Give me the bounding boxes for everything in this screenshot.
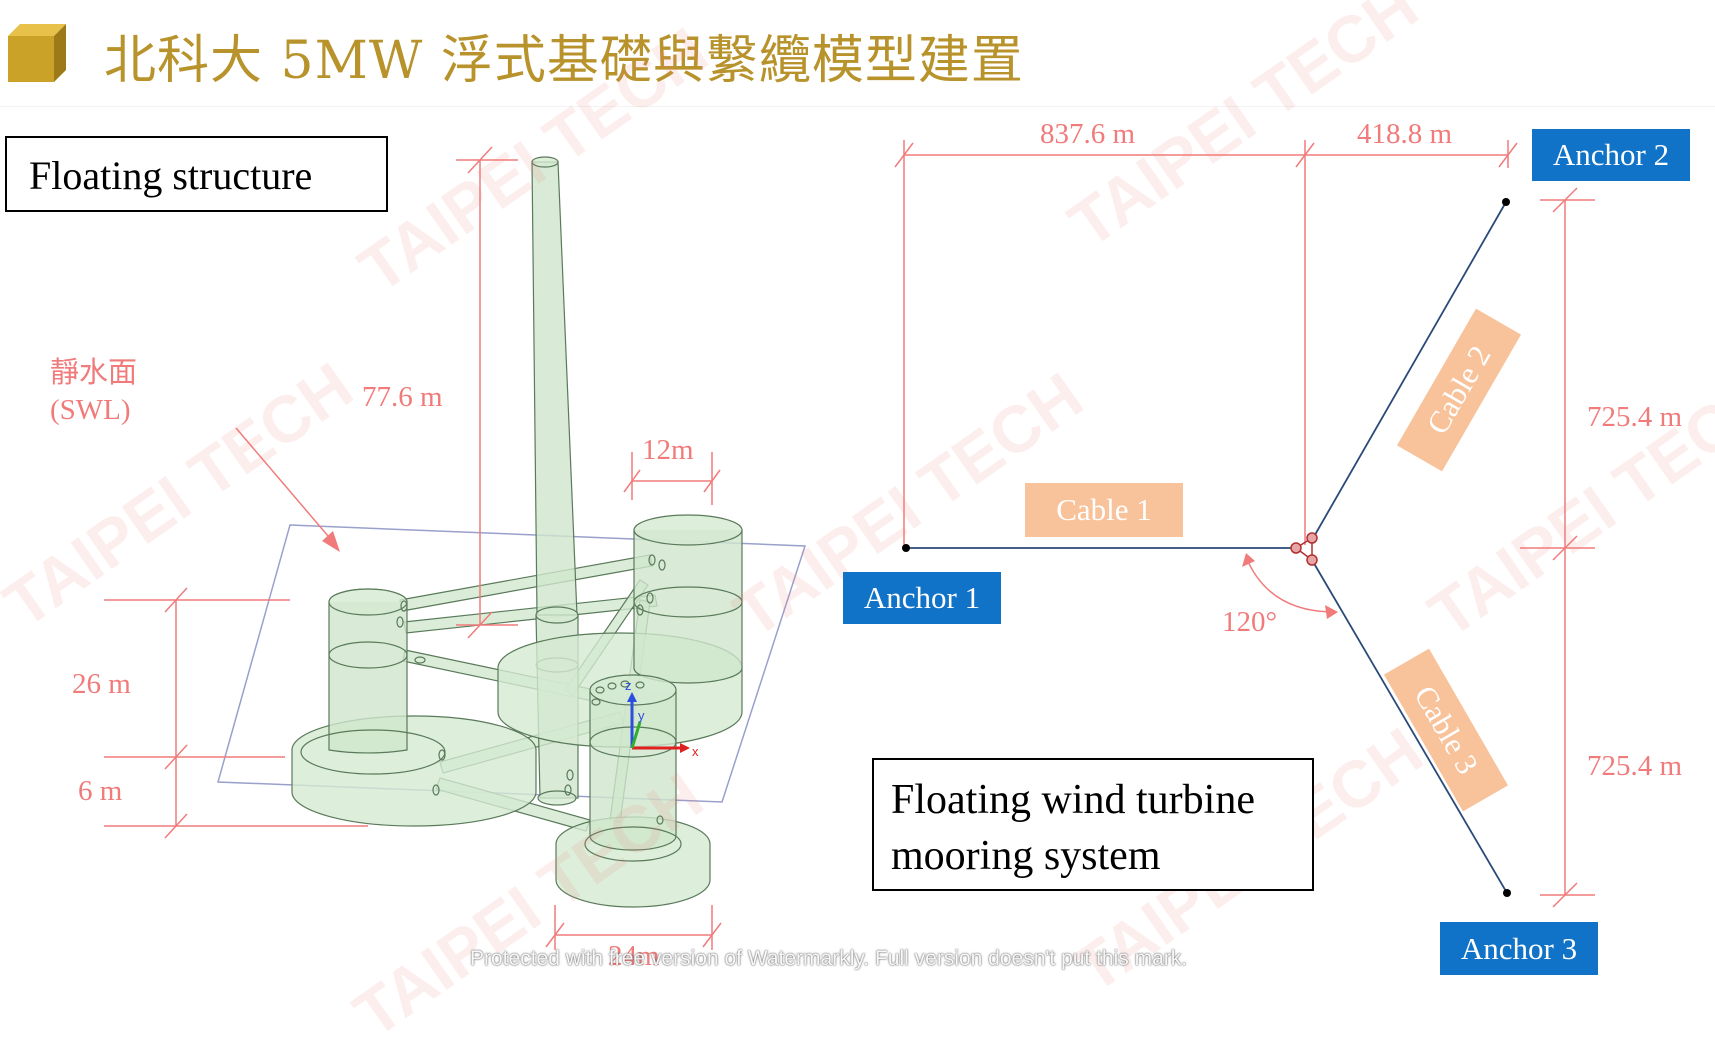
dim-heave-plate-diameter: 24m bbox=[608, 940, 660, 972]
anchor-2-label: Anchor 2 bbox=[1532, 129, 1690, 181]
anchor-3-label: Anchor 3 bbox=[1440, 922, 1598, 975]
angle-arrow-head-1 bbox=[1242, 553, 1255, 567]
swl-plane bbox=[217, 524, 807, 803]
anchor-point-1 bbox=[902, 544, 910, 552]
dim-right-span: 418.8 m bbox=[1357, 118, 1453, 150]
cable-1-label: Cable 1 bbox=[1025, 483, 1183, 537]
mooring-caption-line-1: Floating wind turbine bbox=[891, 777, 1255, 823]
slide-title: 北科大 5MW 浮式基礎與繫纜模型建置 bbox=[104, 31, 1024, 91]
swl-label-chinese: 靜水面 bbox=[50, 355, 138, 389]
angle-arrow-head-2 bbox=[1325, 605, 1338, 619]
swl-arrow-head bbox=[322, 531, 340, 552]
fairlead-angle: 120° bbox=[1222, 606, 1278, 638]
dim-lower-vertical: 725.4 m bbox=[1587, 750, 1683, 782]
dim-column-diameter: 12m bbox=[642, 434, 694, 466]
title-cube-icon bbox=[8, 24, 66, 82]
mooring-dimension-lines bbox=[894, 140, 1595, 908]
anchor-point-3 bbox=[1503, 889, 1511, 897]
dim-tower-height: 77.6 m bbox=[362, 381, 443, 413]
dim-heave-plate-height: 6 m bbox=[78, 775, 123, 807]
swl-label: 靜水面 (SWL) bbox=[50, 353, 137, 429]
axis-y-label: y bbox=[638, 708, 645, 723]
floating-platform bbox=[291, 156, 743, 908]
watermark-footer-note: Protected with free version of Watermark… bbox=[470, 947, 1188, 970]
dim-column-height: 26 m bbox=[72, 668, 131, 700]
mooring-cables bbox=[906, 201, 1508, 894]
dim-upper-vertical: 725.4 m bbox=[1587, 401, 1683, 433]
fairlead-nodes bbox=[1290, 532, 1318, 566]
mooring-system-caption: Floating wind turbine mooring system bbox=[872, 758, 1314, 891]
title-divider bbox=[0, 106, 1715, 107]
anchor-point-2 bbox=[1502, 198, 1510, 206]
axis-x-label: x bbox=[692, 744, 699, 759]
coordinate-axes bbox=[627, 692, 690, 753]
swl-label-english: (SWL) bbox=[50, 394, 131, 426]
mooring-caption-line-2: mooring system bbox=[891, 833, 1161, 879]
structure-dimension-lines bbox=[104, 146, 722, 950]
diagram-canvas: x y z bbox=[104, 140, 1595, 950]
axis-z-label: z bbox=[625, 678, 632, 693]
floating-structure-caption: Floating structure bbox=[5, 136, 388, 212]
anchor-1-label: Anchor 1 bbox=[843, 572, 1001, 624]
dim-left-span: 837.6 m bbox=[1040, 118, 1136, 150]
